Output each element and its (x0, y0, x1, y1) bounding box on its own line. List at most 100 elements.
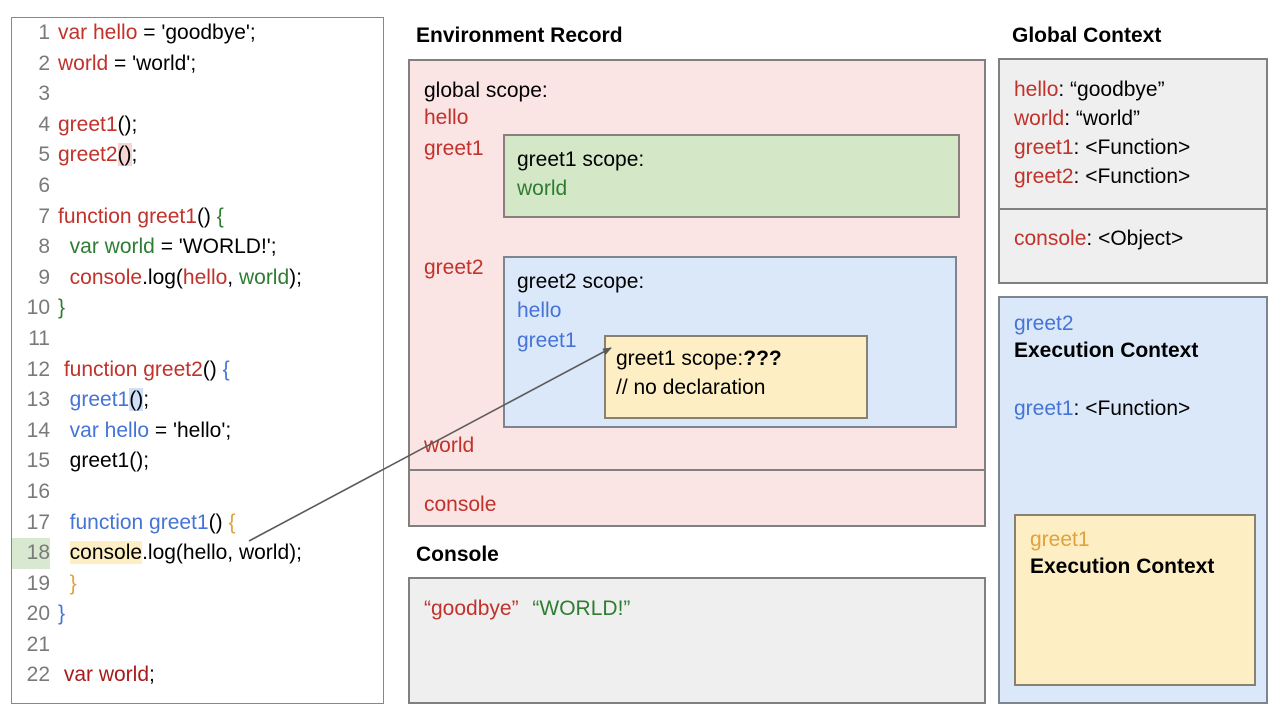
code-line-text (50, 82, 58, 105)
code-token: var world (58, 235, 155, 259)
line-number: 4 (38, 112, 50, 136)
code-token: greet1(); (58, 449, 150, 473)
global-entry-console-key: console (1014, 227, 1087, 250)
environment-record-panel: global scope: hello greet1 greet2 world … (408, 59, 986, 527)
line-number: 19 (26, 571, 50, 595)
code-line[interactable]: 19 } (12, 569, 383, 600)
global-entry-hello: hello: “goodbye” (1014, 78, 1165, 101)
code-line[interactable]: 16 (12, 477, 383, 508)
greet1-inner-header-row: greet1 scope:??? (616, 347, 782, 371)
code-line[interactable]: 20} (12, 599, 383, 630)
line-number: 8 (38, 235, 50, 259)
global-entry-hello-key: hello (1014, 78, 1059, 101)
code-token: () (196, 204, 217, 228)
line-number: 17 (26, 510, 50, 534)
code-line[interactable]: 10} (12, 293, 383, 324)
line-number: 14 (26, 418, 50, 442)
global-entry-greet1: greet1: <Function> (1014, 136, 1191, 159)
code-token (58, 541, 70, 564)
greet2-exec-entry-greet1: greet1: <Function> (1014, 397, 1191, 420)
code-line-text: var world; (50, 663, 155, 686)
greet2-exec-entry-value: <Function> (1085, 397, 1191, 420)
code-line-text (50, 174, 58, 197)
code-token: ; (149, 663, 155, 687)
greet1-exec-name: greet1 (1030, 528, 1090, 551)
code-token: { (222, 357, 230, 381)
global-entry-console-value: <Object> (1098, 227, 1184, 250)
code-token: function greet1 (58, 204, 197, 228)
code-line-text (50, 633, 58, 656)
line-number: 22 (26, 663, 50, 687)
code-line[interactable]: 9 console.log(hello, world); (12, 263, 383, 294)
code-line-text: var hello = 'hello'; (50, 418, 232, 442)
code-token: var world (58, 663, 150, 687)
line-number: 1 (38, 21, 50, 44)
code-line[interactable]: 21 (12, 630, 383, 661)
global-entry-world-key: world (1014, 107, 1065, 130)
code-line[interactable]: 8 var world = 'WORLD!'; (12, 232, 383, 263)
code-token: ; (143, 388, 150, 412)
code-line[interactable]: 11 (12, 324, 383, 355)
greet1-inner-header: greet1 scope: (616, 347, 744, 370)
code-token: var hello (58, 418, 150, 442)
environment-record-divider (410, 469, 984, 471)
code-line[interactable]: 6 (12, 171, 383, 202)
greet1-scope-header: greet1 scope: (517, 148, 645, 171)
code-token: ; (131, 143, 138, 167)
greet1-inner-scope-box: greet1 scope:??? // no declaration (604, 335, 868, 419)
greet2-execution-context-panel: greet2 Execution Context greet1: <Functi… (998, 296, 1268, 704)
code-token: greet1 (58, 112, 118, 136)
code-token: { (216, 204, 224, 228)
line-number: 16 (26, 479, 50, 503)
code-line[interactable]: 15 greet1(); (12, 446, 383, 477)
code-token: } (58, 296, 66, 320)
greet1-exec-label: Execution Context (1030, 555, 1215, 578)
greet2-exec-label: Execution Context (1014, 339, 1199, 362)
code-token: function greet1 (58, 510, 209, 534)
greet1-scope-var-world: world (517, 177, 568, 200)
code-line-text: console.log(hello, world); (50, 541, 302, 565)
env-binding-hello: hello (424, 106, 469, 129)
global-entry-hello-value: “goodbye” (1070, 78, 1165, 101)
code-token: .log( (142, 265, 183, 289)
console-output-world: “WORLD!” (532, 597, 631, 620)
code-token: = 'world'; (108, 51, 197, 75)
global-context-title: Global Context (1012, 24, 1162, 47)
code-line[interactable]: 22 var world; (12, 660, 383, 691)
greet2-scope-box: greet2 scope: hello greet1 greet1 scope:… (503, 256, 957, 428)
code-line[interactable]: 3 (12, 79, 383, 110)
greet1-inner-comment: // no declaration (616, 376, 766, 399)
code-token: () (129, 388, 144, 412)
line-number: 20 (26, 602, 50, 626)
code-line-text: var hello = 'goodbye'; (50, 21, 256, 44)
code-line[interactable]: 17 function greet1() { (12, 508, 383, 539)
line-number: 13 (26, 388, 50, 412)
greet2-scope-var-greet1: greet1 (517, 329, 577, 352)
code-line-text (50, 480, 58, 503)
console-output-line: “goodbye” “WORLD!” (424, 597, 630, 621)
console-panel: “goodbye” “WORLD!” (408, 577, 986, 704)
code-line-text: greet1(); (50, 388, 150, 412)
line-number: 9 (38, 265, 50, 289)
env-binding-console: console (424, 493, 497, 516)
code-line-text: greet1(); (50, 449, 149, 472)
code-token: hello (182, 265, 228, 289)
global-entry-world-value: “world” (1075, 107, 1141, 130)
code-line-text: function greet1() { (50, 510, 236, 534)
global-scope-label: global scope: (424, 79, 548, 102)
code-token: = 'hello'; (149, 418, 232, 442)
code-line[interactable]: 12 function greet2() { (12, 355, 383, 386)
code-line[interactable]: 14 var hello = 'hello'; (12, 416, 383, 447)
code-line[interactable]: 18 console.log(hello, world); (12, 538, 383, 569)
line-number: 11 (28, 326, 50, 350)
greet2-scope-var-hello: hello (517, 299, 562, 322)
code-line[interactable]: 13 greet1(); (12, 385, 383, 416)
line-number: 2 (38, 51, 50, 75)
